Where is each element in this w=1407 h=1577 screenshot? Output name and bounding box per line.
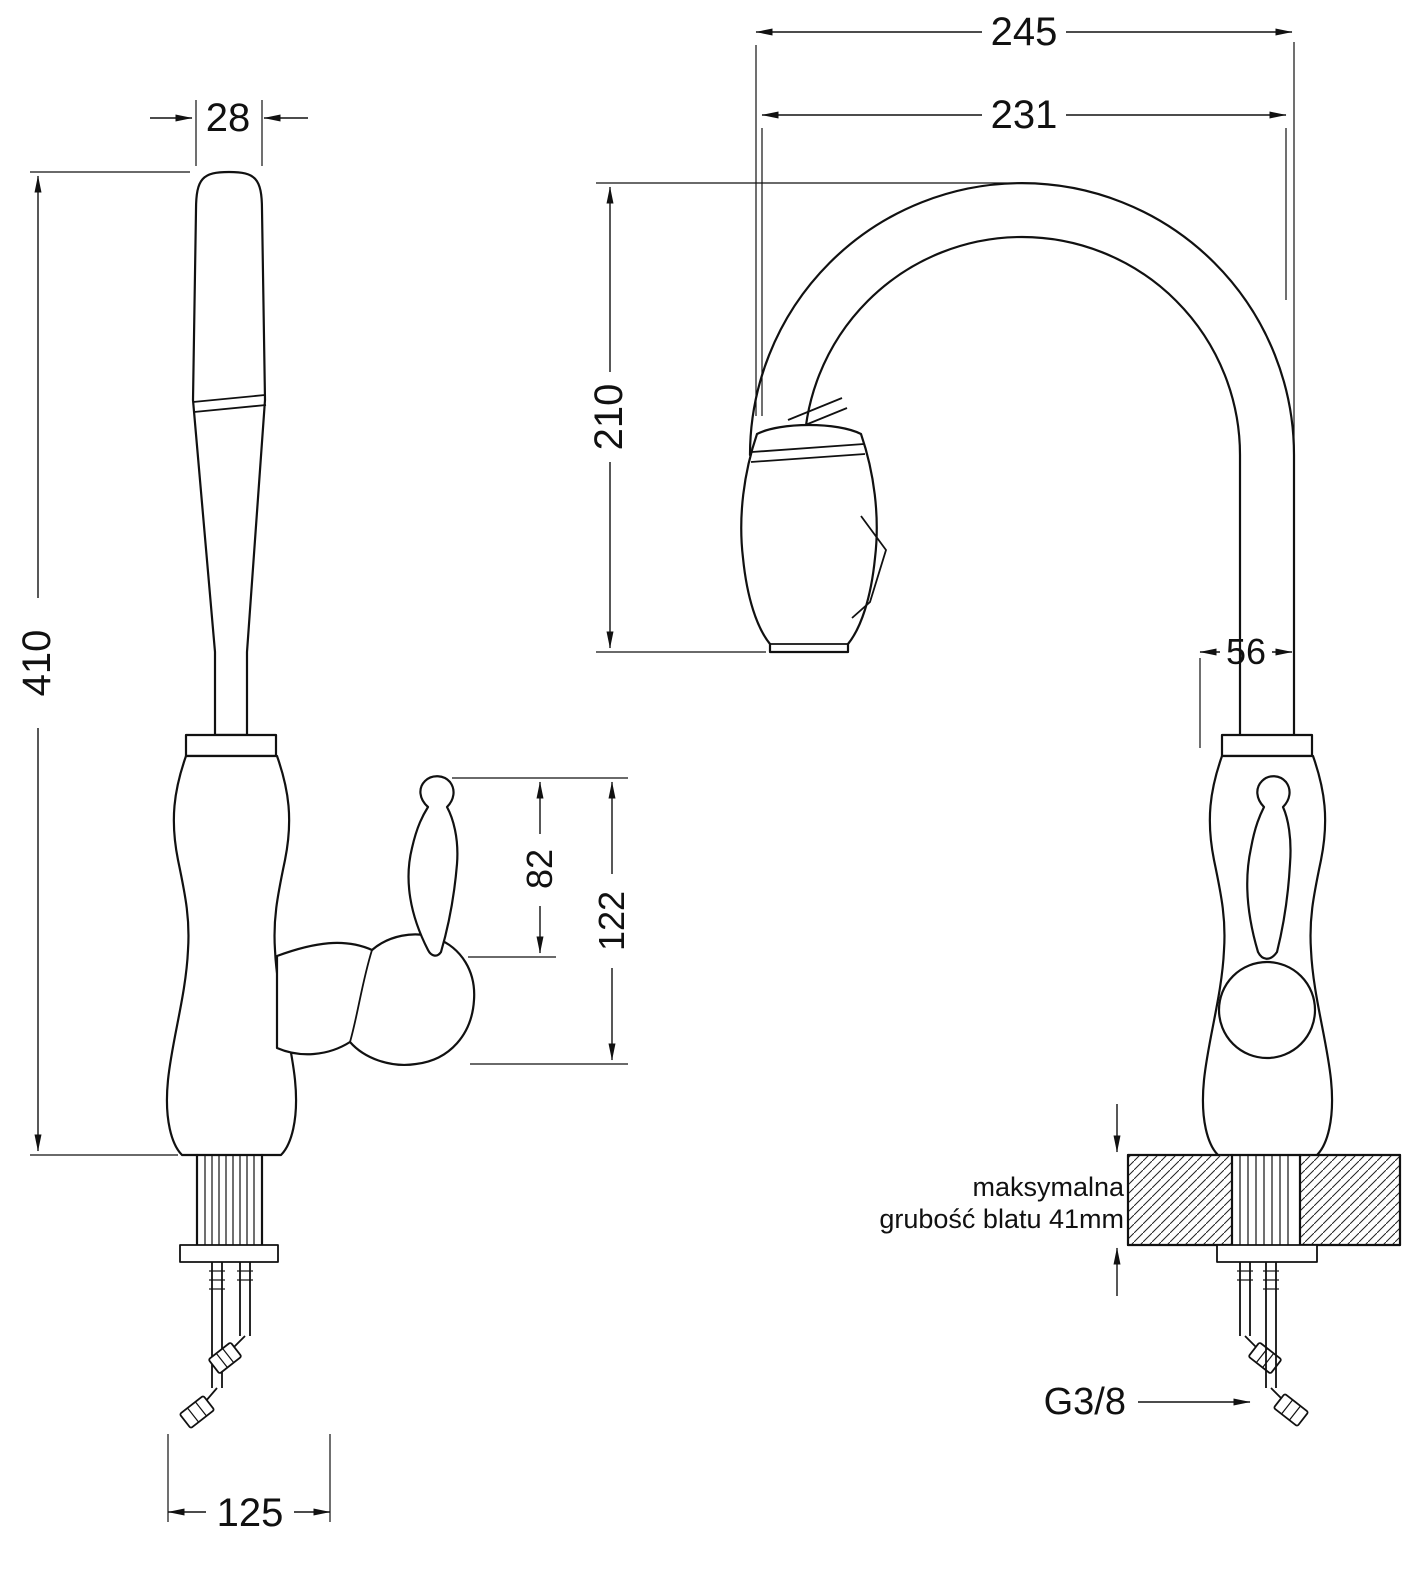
gooseneck-seam <box>787 397 843 421</box>
threaded-shank <box>1230 1153 1302 1247</box>
dimension-spout-reach: 231 <box>761 93 1287 416</box>
dimension-overall-reach: 245 <box>755 10 1295 452</box>
handle-ball-joint <box>275 933 476 1066</box>
countertop-slab <box>1126 1153 1402 1247</box>
spout-wand <box>191 170 267 737</box>
dimension-spout-height: 210 <box>587 182 1021 653</box>
left-view-faucet <box>165 170 476 1429</box>
mounting-plate <box>179 1244 279 1263</box>
mounting-stud <box>1263 1262 1309 1427</box>
dimension-handle-height: 82 122 <box>452 777 632 1065</box>
spray-head-seam <box>750 453 866 463</box>
thread-callout: G3/8 <box>1044 1381 1251 1423</box>
faucet-body <box>165 754 298 1157</box>
threaded-shank <box>195 1153 264 1247</box>
thread-label: G3/8 <box>1044 1381 1126 1423</box>
hose-nut <box>1273 1393 1309 1427</box>
mounting-stud <box>1237 1262 1282 1374</box>
dim-label-total-height: 410 <box>15 630 59 697</box>
dim-label-handle-overall: 122 <box>591 891 632 951</box>
mounting-plate <box>1216 1244 1318 1263</box>
dim-label-spout-reach: 231 <box>991 93 1058 137</box>
hose-nut <box>208 1342 242 1374</box>
countertop-note-line2: grubość blatu 41mm <box>879 1204 1124 1234</box>
right-view-faucet <box>740 181 1402 1427</box>
countertop-thickness-annotation: maksymalna grubość blatu 41mm <box>879 1104 1125 1296</box>
dim-label-base-span: 125 <box>217 1491 284 1535</box>
dim-label-handle-height: 82 <box>519 849 560 889</box>
dimension-spout-offset: 56 <box>1199 631 1293 748</box>
dim-label-top-width: 28 <box>206 96 251 140</box>
handle-lever <box>1246 775 1292 960</box>
mounting-stud <box>179 1262 225 1429</box>
gooseneck-outer <box>748 181 1296 739</box>
dim-label-spout-height: 210 <box>587 384 631 451</box>
body-top-ring <box>1220 733 1314 758</box>
dimension-top-width: 28 <box>150 96 308 166</box>
handle-escutcheon <box>1217 960 1317 1060</box>
mounting-stud <box>208 1262 253 1374</box>
body-top-ring <box>184 733 278 758</box>
wand-seam-line <box>193 404 267 413</box>
spray-toggle-facet <box>851 515 887 619</box>
dim-label-spout-offset: 56 <box>1226 631 1266 672</box>
wand-seam-line <box>192 394 266 403</box>
countertop-note-line1: maksymalna <box>972 1172 1125 1202</box>
gooseneck-inner <box>802 235 1242 739</box>
dimension-base-span: 125 <box>167 1434 331 1535</box>
spray-head <box>740 423 878 654</box>
spray-head-seam <box>751 443 865 453</box>
dimension-total-height: 410 <box>15 171 190 1156</box>
hose-nut <box>179 1395 215 1429</box>
handle-lever <box>407 775 459 957</box>
dim-label-overall-reach: 245 <box>991 10 1058 54</box>
ball-joint-seam <box>349 949 373 1043</box>
